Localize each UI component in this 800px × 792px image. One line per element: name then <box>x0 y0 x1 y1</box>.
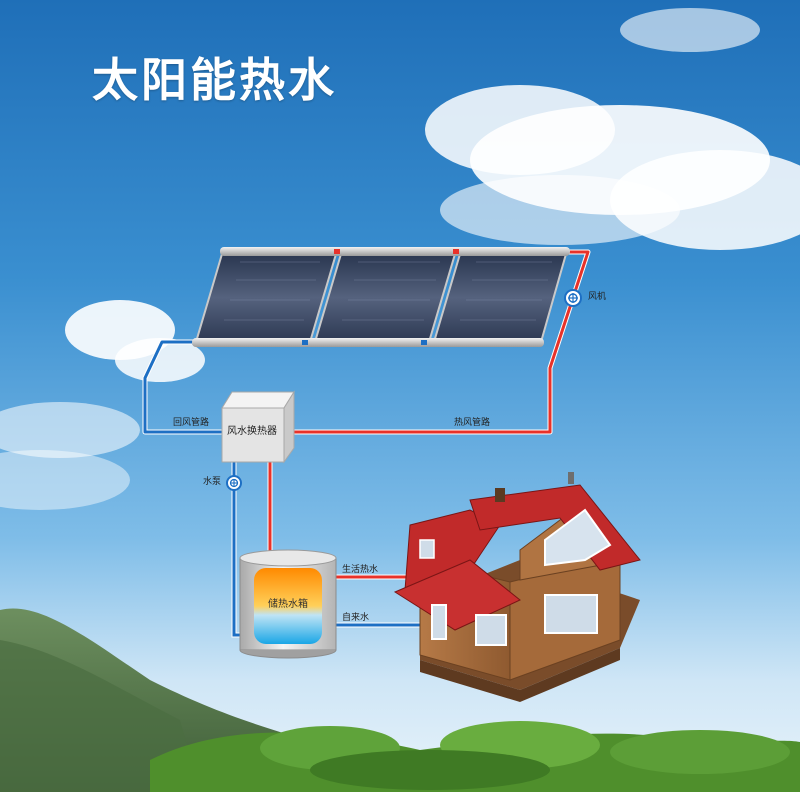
heat-exchanger-label: 风水换热器 <box>227 426 277 437</box>
return-air-pipe <box>142 339 222 435</box>
heat-exchanger <box>221 390 295 464</box>
fan-label: 风机 <box>588 292 607 302</box>
return-air-pipe-label: 回风管路 <box>173 418 210 428</box>
hot-air-pipe <box>293 249 591 435</box>
house <box>393 472 641 702</box>
fan-icon <box>564 289 582 307</box>
pump-label: 水泵 <box>203 477 222 487</box>
solar-collector <box>192 247 570 347</box>
tap-water-label: 自来水 <box>342 613 370 623</box>
storage-tank <box>239 549 337 659</box>
clouds <box>0 8 800 510</box>
storage-tank-label: 储热水箱 <box>268 599 308 610</box>
domestic-hot-water-label: 生活热水 <box>342 565 379 575</box>
page-title: 太阳能热水 <box>92 53 337 107</box>
hot-air-pipe-label: 热风管路 <box>454 418 491 428</box>
landscape <box>0 608 800 792</box>
pump-icon <box>226 475 242 491</box>
